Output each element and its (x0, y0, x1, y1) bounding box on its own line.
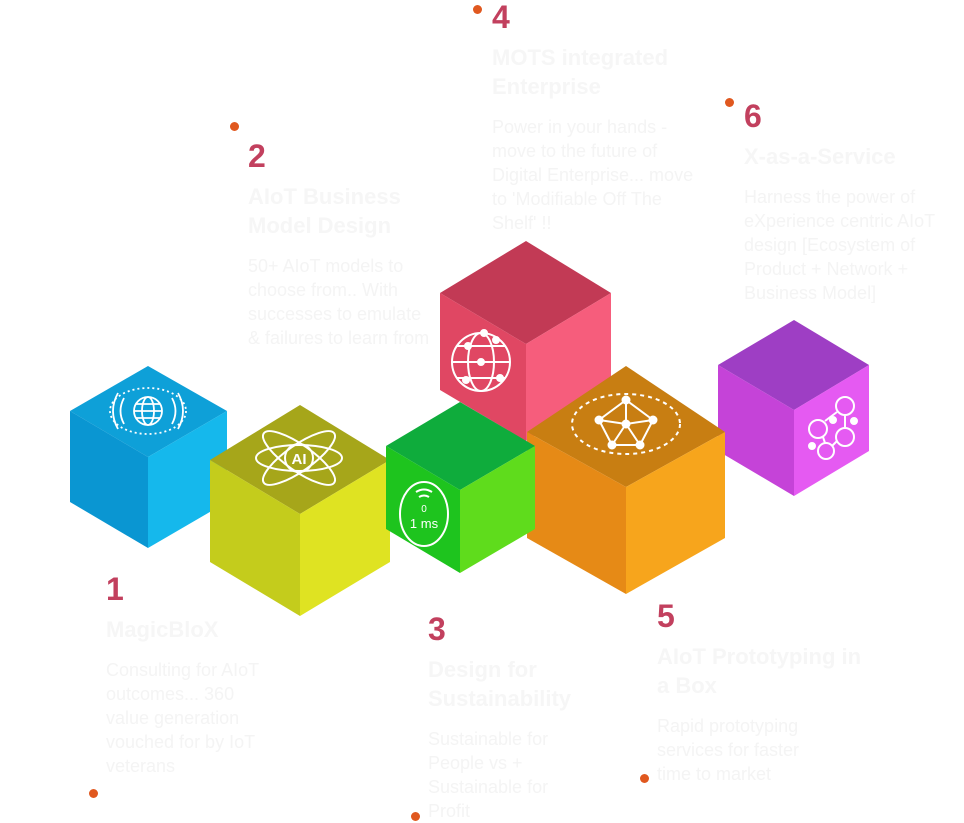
cube-3-right (460, 446, 535, 573)
cube-3-left (386, 446, 460, 573)
cube-5-left (527, 432, 626, 594)
latency-label: 1 ms (410, 516, 439, 531)
step-6-title: X-as-a-Service (744, 144, 896, 169)
cube-6-top (718, 320, 869, 410)
step-2-number: 2 (248, 138, 266, 174)
cube-3: 0 1 ms (386, 402, 535, 573)
cube-5-right (626, 432, 725, 594)
dot-step-1 (89, 789, 98, 798)
latency-top-label: 0 (421, 504, 427, 515)
step-5-number: 5 (657, 598, 675, 634)
ai-label: AI (292, 451, 307, 468)
dot-step-5 (640, 774, 649, 783)
cube-2-right (300, 460, 390, 616)
dot-step-6 (725, 98, 734, 107)
cube-5 (527, 366, 725, 594)
cube-6-left (718, 365, 794, 496)
neural-network-icon (571, 393, 681, 455)
cube-1-left (70, 411, 148, 548)
step-3-number: 3 (428, 611, 446, 647)
step-5-title: AIoT Prototyping in a Box (657, 644, 862, 698)
cube-2-left (210, 460, 300, 616)
step-3-title: Design for Sustainability (428, 657, 572, 711)
step-6-desc: Harness the power of eXperience centric … (744, 187, 935, 303)
step-4-title: MOTS integrated Enterprise (492, 45, 669, 99)
step-3-desc: Sustainable for People vs + Sustainable … (428, 729, 549, 821)
cube-4-top (440, 241, 611, 344)
network-globe-icon (451, 329, 511, 392)
latency-1ms-icon: 0 1 ms (399, 481, 449, 547)
cube-1-right (148, 411, 227, 548)
step-6-number: 6 (744, 98, 762, 134)
step-2: 2 AIoT Business Model Design 50+ AIoT mo… (248, 140, 433, 350)
step-2-desc: 50+ AIoT models to choose from.. With su… (248, 256, 430, 348)
cube-4-right (526, 293, 611, 441)
step-1-number: 1 (106, 571, 124, 607)
people-network-icon (808, 396, 858, 460)
step-2-title: AIoT Business Model Design (248, 184, 401, 238)
step-1-desc: Consulting for AIoT outcomes... 360 valu… (106, 660, 259, 776)
dot-step-3 (411, 812, 420, 821)
step-1: 1 MagicBloX Consulting for AIoT outcomes… (106, 573, 266, 778)
step-4-desc: Power in your hands - move to the future… (492, 117, 694, 233)
ai-atom-icon: AI (255, 430, 343, 486)
cube-3-top (386, 402, 535, 490)
globe-signal-icon (109, 387, 187, 435)
step-4-number: 4 (492, 0, 510, 35)
step-3: 3 Design for Sustainability Sustainable … (428, 613, 603, 823)
dot-step-2 (230, 122, 239, 131)
step-1-title: MagicBloX (106, 617, 219, 642)
step-4: 4 MOTS integrated Enterprise Power in yo… (492, 1, 707, 235)
cube-4 (440, 241, 611, 441)
step-5-desc: Rapid prototyping services for faster ti… (657, 716, 800, 784)
cube-2-top (210, 405, 390, 514)
cube-4-left (440, 293, 526, 441)
step-6: 6 X-as-a-Service Harness the power of eX… (744, 100, 964, 305)
step-5: 5 AIoT Prototyping in a Box Rapid protot… (657, 600, 862, 786)
dot-step-4 (473, 5, 482, 14)
cube-2: AI (210, 405, 390, 616)
cube-1 (70, 366, 227, 548)
cube-6 (718, 320, 869, 496)
